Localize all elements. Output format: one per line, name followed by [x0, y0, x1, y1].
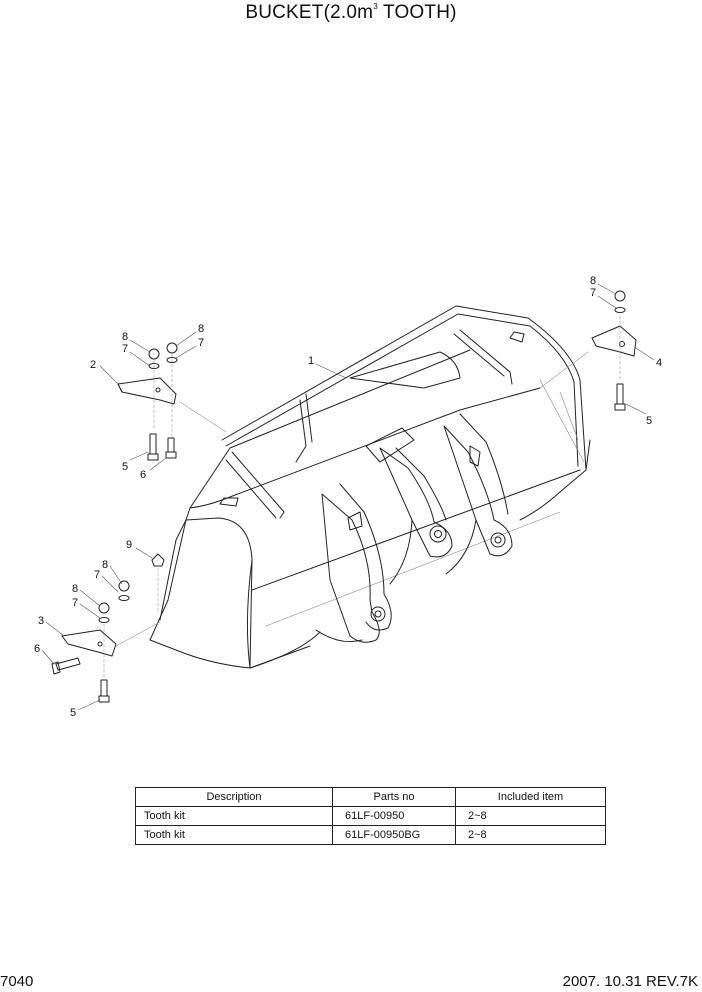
mounting-lugs: [315, 413, 513, 643]
cell-parts-no: 61LF-00950BG: [332, 825, 456, 845]
tooth-right: [539, 290, 637, 411]
callout-8-upper-a: 8: [122, 331, 128, 343]
table-row: Tooth kit 61LF-00950 2~8: [135, 806, 606, 826]
callout-2: 2: [90, 359, 96, 371]
parts-table: Description Parts no Included item Tooth…: [135, 787, 606, 845]
callout-7-upper-b: 7: [198, 337, 204, 349]
tooth-upper-left: [117, 342, 227, 461]
title-main: BUCKET(2.0m: [245, 2, 374, 23]
callout-8-right: 8: [590, 275, 596, 287]
callout-6-lower: 6: [34, 643, 40, 655]
cell-included-item: 2~8: [455, 806, 606, 826]
col-header-description: Description: [135, 787, 333, 807]
bucket-body: [149, 305, 591, 669]
page-title: BUCKET(2.0m3 TOOTH): [0, 2, 702, 24]
callout-7-upper-a: 7: [122, 343, 128, 355]
page-number: 7040: [0, 973, 34, 990]
callout-1: 1: [308, 355, 314, 367]
tooth-lower-left: [51, 553, 165, 703]
callout-5-right: 5: [646, 415, 652, 427]
cell-description: Tooth kit: [135, 825, 333, 845]
callout-7-right: 7: [590, 287, 596, 299]
table-row: Tooth kit 61LF-00950BG 2~8: [135, 825, 606, 845]
title-tail: TOOTH): [377, 2, 457, 23]
callout-6-upper: 6: [140, 469, 146, 481]
callout-4: 4: [656, 357, 662, 369]
callout-numbers: 1 2 3 4 5 5 5 6 6 7 7 7 7 7 8 8 8 8 8 9: [34, 275, 662, 719]
callout-7-lower-a: 7: [94, 569, 100, 581]
cell-parts-no: 61LF-00950: [332, 806, 456, 826]
cell-included-item: 2~8: [455, 825, 606, 845]
revision-date: 2007. 10.31 REV.7K: [562, 973, 698, 990]
col-header-parts-no: Parts no: [332, 787, 456, 807]
callout-3: 3: [38, 615, 44, 627]
table-header-row: Description Parts no Included item: [135, 787, 606, 807]
col-header-included-item: Included item: [455, 787, 606, 807]
callout-5-upper: 5: [122, 461, 128, 473]
callout-8-lower-a: 8: [102, 559, 108, 571]
callout-9: 9: [126, 539, 132, 551]
title-superscript: 3: [373, 2, 378, 11]
callout-8-upper-b: 8: [198, 323, 204, 335]
callout-8-lower-b: 8: [72, 583, 78, 595]
callout-leaders: [41, 283, 655, 711]
callout-5-lower: 5: [70, 707, 76, 719]
cell-description: Tooth kit: [135, 806, 333, 826]
callout-7-lower-b: 7: [72, 597, 78, 609]
